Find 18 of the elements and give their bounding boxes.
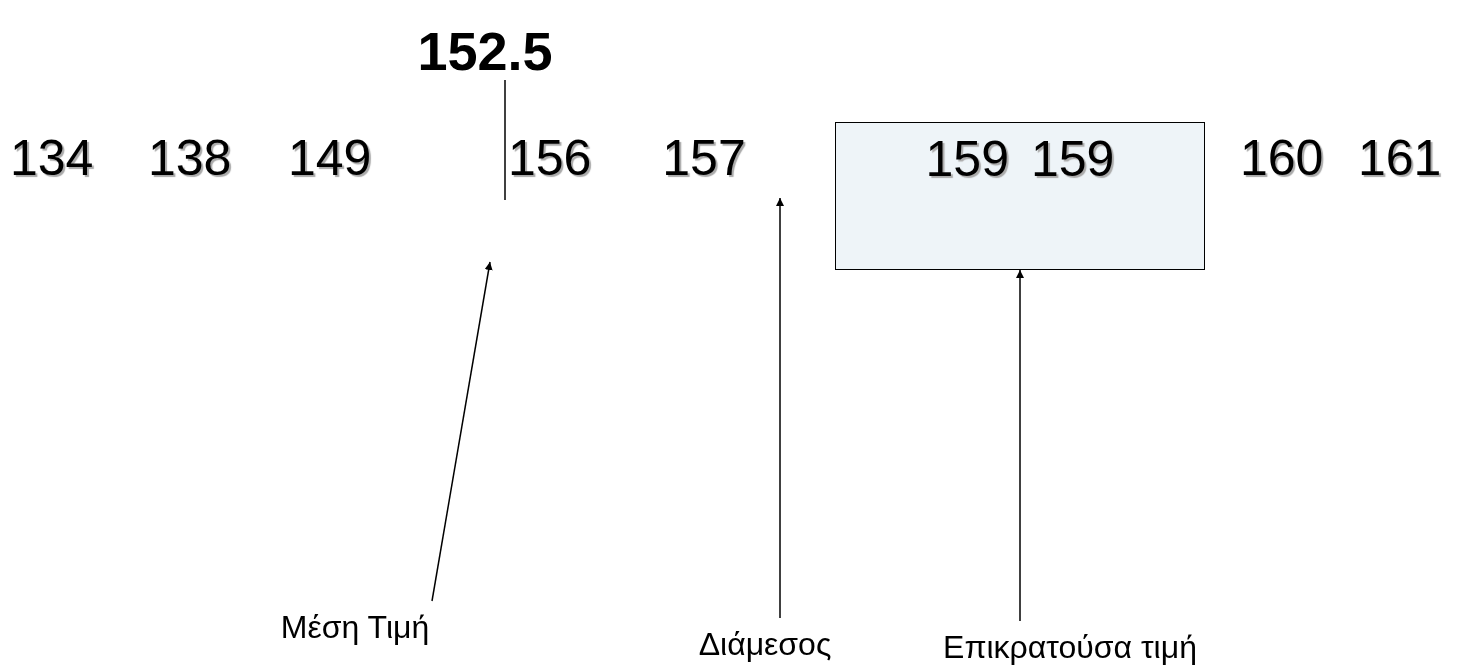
arrow (1016, 269, 1024, 622)
number-label: 159 (925, 134, 1009, 184)
caption-label: Διάμεσος (698, 628, 832, 660)
caption-label: Μέση Τιμή (280, 611, 430, 643)
number-label: 159 (1031, 134, 1115, 184)
number-label: 157 (662, 133, 746, 183)
caption-label: Επικρατούσα τιμή (943, 631, 1197, 663)
mean-value: 152.5 (417, 24, 553, 78)
number-label: 138 (148, 133, 232, 183)
number-label: 156 (508, 133, 592, 183)
number-label: 161 (1358, 133, 1442, 183)
leader-line (504, 79, 506, 201)
arrow (776, 197, 784, 619)
number-label: 149 (288, 133, 372, 183)
number-label: 134 (10, 133, 94, 183)
arrow (431, 261, 493, 602)
highlight-box (835, 122, 1205, 270)
number-label: 160 (1240, 133, 1324, 183)
